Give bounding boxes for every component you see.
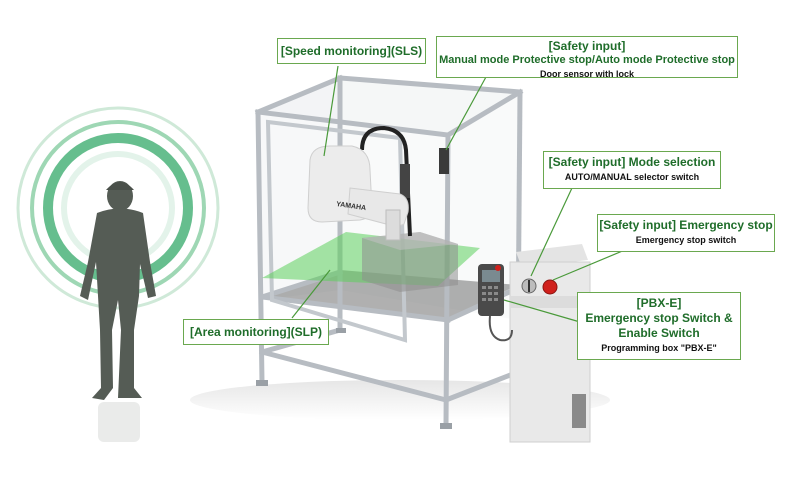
area-monitoring-callout: [Area monitoring](SLP) — [183, 319, 329, 345]
safety-door-subtitle: Manual mode Protective stop/Auto mode Pr… — [439, 54, 735, 66]
safety-door-title: [Safety input] — [548, 39, 626, 53]
mode-selection-title: [Safety input] Mode selection — [548, 155, 716, 169]
emergency-stop-title: [Safety input] Emergency stop — [599, 218, 773, 232]
emergency-stop-button — [542, 279, 558, 295]
emergency-stop-detail: Emergency stop switch — [635, 235, 737, 245]
speed-monitoring-callout: [Speed monitoring](SLS) — [277, 38, 426, 64]
pbx-e-pendant — [478, 264, 513, 342]
mode-selection-callout: [Safety input] Mode selection AUTO/MANUA… — [543, 151, 721, 189]
pbx-e-subtitle-2: Enable Switch — [618, 326, 700, 340]
human-worker — [80, 181, 156, 400]
mode-selector-switch — [521, 278, 537, 294]
floor-shadow — [190, 380, 610, 420]
safety-door-detail: Door sensor with lock — [539, 68, 635, 79]
pbx-e-title: [PBX-E] — [636, 296, 682, 310]
scara-robot: YAMAHA — [307, 125, 412, 241]
leader-lines — [291, 65, 633, 323]
speed-monitoring-title: [Speed monitoring](SLS) — [280, 44, 423, 58]
pbx-e-callout: [PBX-E] Emergency stop Switch & Enable S… — [577, 292, 741, 360]
safety-door-callout: [Safety input] Manual mode Protective st… — [436, 36, 738, 79]
mode-selection-detail: AUTO/MANUAL selector switch — [564, 172, 700, 182]
robot-brand-label: YAMAHA — [336, 201, 367, 212]
workpiece-box — [362, 232, 458, 292]
area-monitoring-title: [Area monitoring](SLP) — [190, 325, 322, 339]
human-reflection — [98, 402, 140, 442]
pbx-e-subtitle-1: Emergency stop Switch & — [585, 311, 733, 325]
pbx-e-detail: Programming box "PBX-E" — [601, 343, 717, 353]
emergency-stop-callout: [Safety input] Emergency stop Emergency … — [597, 214, 775, 252]
